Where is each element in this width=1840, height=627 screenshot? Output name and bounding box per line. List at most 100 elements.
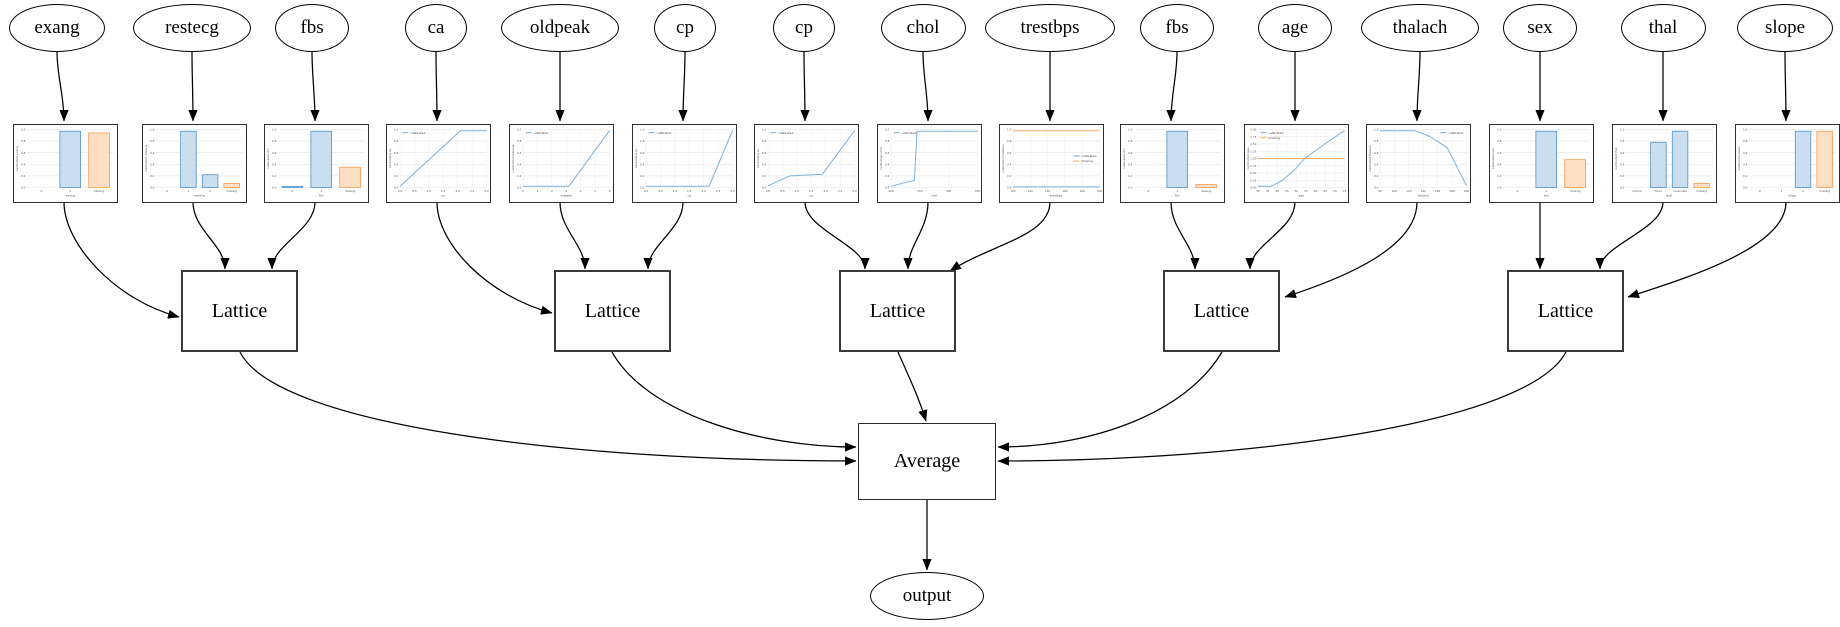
svg-text:1.0: 1.0	[1006, 128, 1011, 132]
feature-label: cp	[676, 17, 694, 38]
svg-text:calibrated: calibrated	[410, 131, 425, 135]
svg-text:4: 4	[579, 189, 581, 193]
svg-text:1.0: 1.0	[426, 189, 431, 193]
svg-text:0.6: 0.6	[516, 151, 521, 155]
feature-label: ca	[427, 17, 445, 38]
svg-text:0.2: 0.2	[393, 174, 398, 178]
svg-text:0.0: 0.0	[1127, 186, 1132, 190]
svg-text:3: 3	[565, 189, 567, 193]
svg-text:0.8: 0.8	[271, 139, 276, 143]
svg-text:trestbps: trestbps	[1050, 194, 1063, 198]
feature-node-restecg-1: restecg	[133, 4, 251, 52]
feature-node-fbs-2: fbs	[275, 4, 349, 52]
svg-text:3.0: 3.0	[730, 189, 735, 193]
svg-text:2.5: 2.5	[715, 189, 720, 193]
svg-text:0.8: 0.8	[1742, 139, 1747, 143]
svg-text:calibrated thalach: calibrated thalach	[1368, 145, 1372, 172]
svg-text:calibrated restecg: calibrated restecg	[144, 145, 148, 172]
svg-text:75: 75	[1342, 189, 1346, 193]
feature-node-fbs-9: fbs	[1140, 4, 1214, 52]
edge	[1284, 201, 1418, 298]
svg-text:calibrated: calibrated	[1268, 131, 1283, 135]
edge	[949, 201, 1051, 272]
svg-text:0.5: 0.5	[658, 189, 663, 193]
svg-text:2.0: 2.0	[701, 189, 706, 193]
svg-text:missing: missing	[1696, 189, 1707, 193]
svg-text:missing: missing	[1569, 189, 1580, 193]
svg-text:missing: missing	[1268, 136, 1280, 140]
edge	[432, 51, 442, 122]
svg-text:exang: exang	[65, 194, 74, 198]
svg-text:0.8: 0.8	[1619, 139, 1624, 143]
svg-text:0: 0	[1147, 189, 1149, 193]
average-node: Average	[858, 423, 996, 500]
svg-text:1.25: 1.25	[1250, 149, 1256, 153]
svg-text:missing: missing	[1081, 159, 1093, 163]
svg-text:0.6: 0.6	[149, 151, 154, 155]
feature-node-thal-13: thal	[1620, 4, 1706, 52]
edge	[559, 201, 590, 270]
svg-text:0.2: 0.2	[639, 174, 644, 178]
svg-text:thalach: thalach	[1417, 194, 1428, 198]
svg-text:1.0: 1.0	[794, 189, 799, 193]
svg-text:calibrated: calibrated	[533, 131, 548, 135]
edge	[922, 51, 933, 122]
svg-text:0.5: 0.5	[412, 189, 417, 193]
svg-text:missing: missing	[344, 189, 355, 193]
svg-text:1.0: 1.0	[1127, 128, 1132, 132]
svg-text:0.6: 0.6	[761, 151, 766, 155]
svg-text:2.00: 2.00	[1250, 128, 1256, 132]
svg-text:0.5: 0.5	[780, 189, 785, 193]
svg-text:0.8: 0.8	[1127, 139, 1132, 143]
feature-node-cp-5: cp	[654, 4, 716, 52]
svg-text:0.6: 0.6	[1006, 151, 1011, 155]
average-label: Average	[893, 450, 961, 472]
svg-text:1.0: 1.0	[271, 128, 276, 132]
svg-text:ca: ca	[441, 194, 445, 198]
svg-text:thal: thal	[1666, 194, 1672, 198]
svg-text:1.5: 1.5	[687, 189, 692, 193]
feature-label: restecg	[165, 17, 219, 38]
svg-text:65: 65	[1323, 189, 1327, 193]
svg-text:0.0: 0.0	[884, 186, 889, 190]
svg-text:55: 55	[1304, 189, 1308, 193]
svg-text:0: 0	[1516, 189, 1518, 193]
feature-node-age-10: age	[1258, 4, 1332, 52]
svg-text:2.5: 2.5	[469, 189, 474, 193]
svg-text:0.4: 0.4	[1373, 162, 1378, 166]
svg-text:0.6: 0.6	[639, 151, 644, 155]
svg-text:0.6: 0.6	[20, 151, 25, 155]
svg-text:0.50: 0.50	[1250, 171, 1256, 175]
edge	[678, 51, 688, 122]
svg-text:0.6: 0.6	[1619, 151, 1624, 155]
svg-text:0.4: 0.4	[149, 162, 154, 166]
svg-text:6: 6	[608, 189, 610, 193]
lattice-label: Lattice	[584, 299, 641, 322]
svg-text:0.2: 0.2	[1742, 174, 1747, 178]
feature-node-cp-6: cp	[773, 4, 835, 52]
svg-text:0.2: 0.2	[149, 174, 154, 178]
svg-text:0.4: 0.4	[20, 162, 25, 166]
svg-text:calibrated: calibrated	[1081, 154, 1096, 158]
svg-text:0.2: 0.2	[884, 174, 889, 178]
svg-text:0.6: 0.6	[1742, 151, 1747, 155]
svg-text:0.2: 0.2	[1619, 174, 1624, 178]
lattice-node-4: Lattice	[1163, 270, 1280, 352]
svg-text:40: 40	[1275, 189, 1279, 193]
svg-text:0.0: 0.0	[1619, 186, 1624, 190]
edge	[1781, 51, 1791, 122]
svg-text:cp: cp	[687, 194, 691, 198]
svg-text:calibrated sex: calibrated sex	[1491, 148, 1495, 169]
svg-text:calibrated trestbps: calibrated trestbps	[1001, 144, 1005, 173]
svg-text:0.0: 0.0	[643, 189, 648, 193]
svg-text:calibrated exang: calibrated exang	[15, 146, 19, 171]
